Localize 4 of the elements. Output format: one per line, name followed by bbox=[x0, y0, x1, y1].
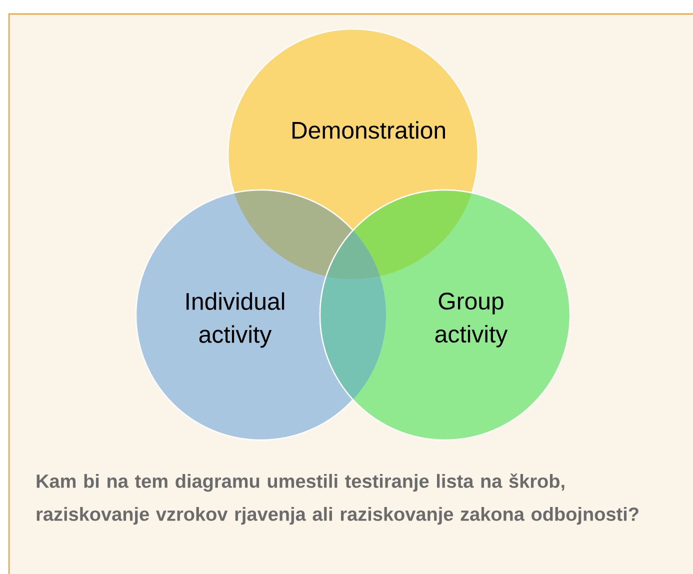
caption: Kam bi na tem diagramu umestili testiranje lista na škrob, raziskovanje vzrokov rjavenja ali raziskovanje zakona odbojnosti? bbox=[36, 474, 638, 525]
circle-label: Group activity bbox=[435, 292, 508, 348]
circle-label: Individual activity bbox=[186, 292, 284, 348]
circle-label: Demonstration bbox=[292, 121, 445, 139]
